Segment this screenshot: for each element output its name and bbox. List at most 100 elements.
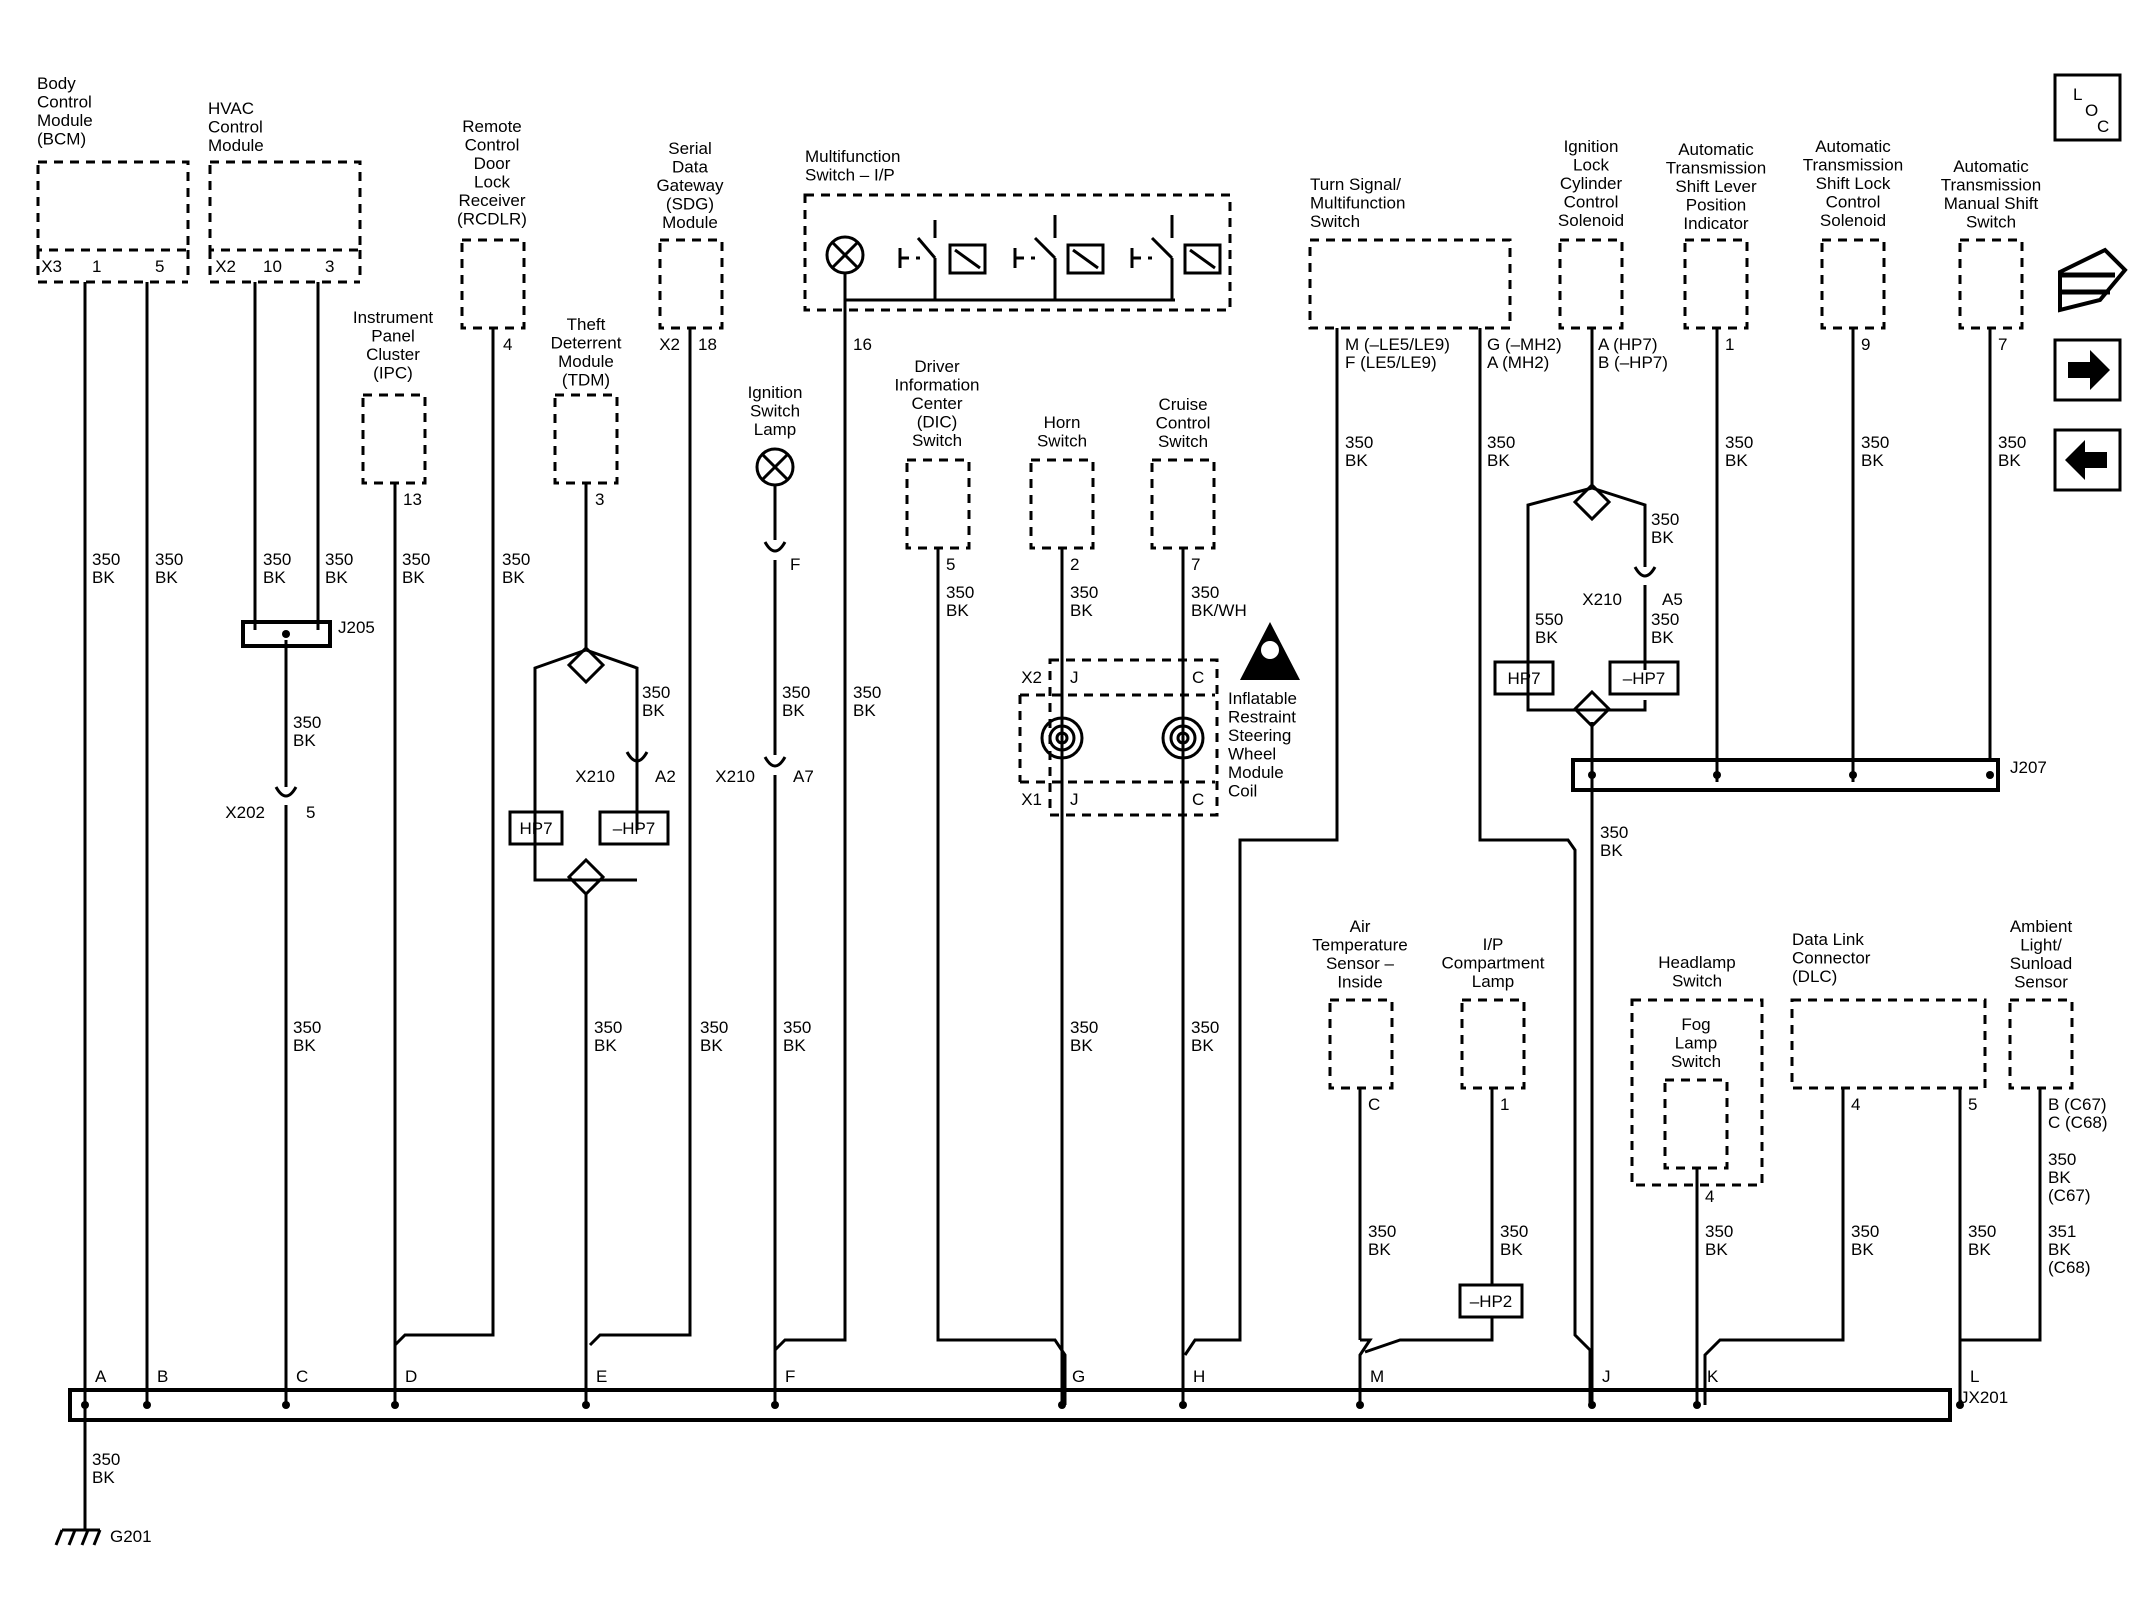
ignition-lamp-icon [755,447,795,487]
component-label-turn: Turn Signal/ [1310,175,1401,194]
wire-label: 350 [1487,433,1515,452]
connector-end-view-icon[interactable] [2058,247,2128,313]
wire-label: BK [1191,1036,1214,1055]
label-j205: J205 [338,618,375,637]
opt-ilc-hp7: HP7 [1507,669,1540,688]
wire-label: BK [1345,451,1368,470]
component-label-isl: Switch [750,402,800,421]
conn-tdm-a2: A2 [655,767,676,786]
component-label-hvac: Module [208,136,264,155]
wire-label: BK [1705,1240,1728,1259]
wire-label: 350 [263,550,291,569]
ambient-box [2008,998,2074,1090]
component-label-horn: Switch [1037,432,1087,451]
atslc-box [1820,238,1886,330]
conn-isl-a7: A7 [793,767,814,786]
pin-hvac-10: 10 [263,257,282,276]
bus-pin-A: A [95,1367,107,1386]
wire-label: BK [1368,1240,1391,1259]
component-label-atslp: Transmission [1666,159,1766,178]
mfs-box [803,193,1232,312]
wire-label: BK [402,568,425,587]
label-jx201: JX201 [1960,1388,2008,1407]
component-label-ilc: Lock [1573,156,1609,175]
wire-label: BK [502,568,525,587]
wire-label: BK [1070,601,1093,620]
wire-label: BK [92,1468,115,1487]
wire-label: BK [594,1036,617,1055]
wire-label: 350 [325,550,353,569]
loc-icon[interactable]: L O C [2053,73,2122,142]
pin-ilc-a: A (HP7) [1598,335,1658,354]
component-label-tdm: Theft [567,315,606,334]
component-label-dlc: (DLC) [1792,967,1837,986]
horn-box [1029,458,1095,550]
component-label-dic: Center [911,394,962,413]
component-label-ipc: Cluster [366,345,420,364]
ilc-box [1558,238,1624,330]
loc-l: L [2073,85,2082,104]
component-label-ambient: Sunload [2010,954,2072,973]
component-label-isl: Ignition [748,383,803,402]
component-label-hvac: Control [208,118,263,137]
option-labels: HP7 –HP7 HP7 –HP7 –HP2 [519,669,1665,1311]
sdg-box [658,238,724,330]
pin-amb-b: C (C68) [2048,1113,2108,1132]
component-label-turn: Switch [1310,212,1360,231]
component-label-coil: Inflatable [1228,689,1297,708]
component-label-mfs: Switch – I/P [805,166,895,185]
bus-splice-dot [1956,1401,1964,1409]
wire-label: (C68) [2048,1258,2091,1277]
wire-label: BK/WH [1191,601,1247,620]
pin-turn-b: F (LE5/LE9) [1345,353,1437,372]
pin-coil-j-bot: J [1070,790,1079,809]
component-label-dlc: Connector [1792,949,1871,968]
wire-label: 350 [1070,583,1098,602]
component-label-rcdlr: (RCDLR) [457,210,527,229]
wire-label: BK [1861,451,1884,470]
component-label-ipcomp: I/P [1483,935,1504,954]
bus-splice-dot [1693,1401,1701,1409]
component-label-atslp: Shift Lever [1675,177,1757,196]
wire-label: BK [1968,1240,1991,1259]
component-label-rcdlr: Remote [462,117,522,136]
component-label-cruise: Cruise [1158,395,1207,414]
component-label-dic: Switch [912,431,962,450]
component-label-bcm: Module [37,111,93,130]
wire-label: (C67) [2048,1186,2091,1205]
splice-j205 [241,620,332,648]
pin-coil-c-bot: C [1192,790,1204,809]
opt-tdm-hp7: HP7 [519,819,552,838]
pin-sdg-x2: X2 [659,335,680,354]
previous-page-icon[interactable] [2053,428,2122,492]
wire-label: BK [1998,451,2021,470]
component-label-foglamp: Switch [1671,1052,1721,1071]
component-label-rcdlr: Receiver [458,191,525,210]
tdm-option-block [508,645,670,897]
splice-j207 [1571,758,2000,792]
conn-hvac-x202: X202 [225,803,265,822]
component-label-headlamp: Headlamp [1658,953,1736,972]
component-label-atms: Manual Shift [1944,194,2039,213]
component-label-dic: (DIC) [917,413,958,432]
bus-splice-dot [282,1401,290,1409]
bcm-box [36,160,190,284]
component-label-cruise: Control [1156,414,1211,433]
next-page-icon[interactable] [2053,338,2122,402]
wire-label: 350 [402,550,430,569]
pin-coil-j-top: J [1070,668,1079,687]
wires [83,282,2042,1530]
component-label-atms: Automatic [1953,157,2029,176]
pin-dlc-5: 5 [1968,1095,1977,1114]
component-label-bcm: (BCM) [37,130,86,149]
atms-box [1958,238,2024,330]
wire-label: BK [2048,1240,2071,1259]
component-label-dlc: Data Link [1792,930,1864,949]
wire-label: 350 [1861,433,1889,452]
bus-pin-E: E [596,1367,607,1386]
wire-labels: 350BK350BK350BK350BK350BK350BK350BK350BK… [92,433,2091,1487]
wire-label: 350 [92,550,120,569]
bus-splice-dot [143,1401,151,1409]
component-label-air: Air [1350,917,1371,936]
component-label-dic: Driver [914,357,960,376]
